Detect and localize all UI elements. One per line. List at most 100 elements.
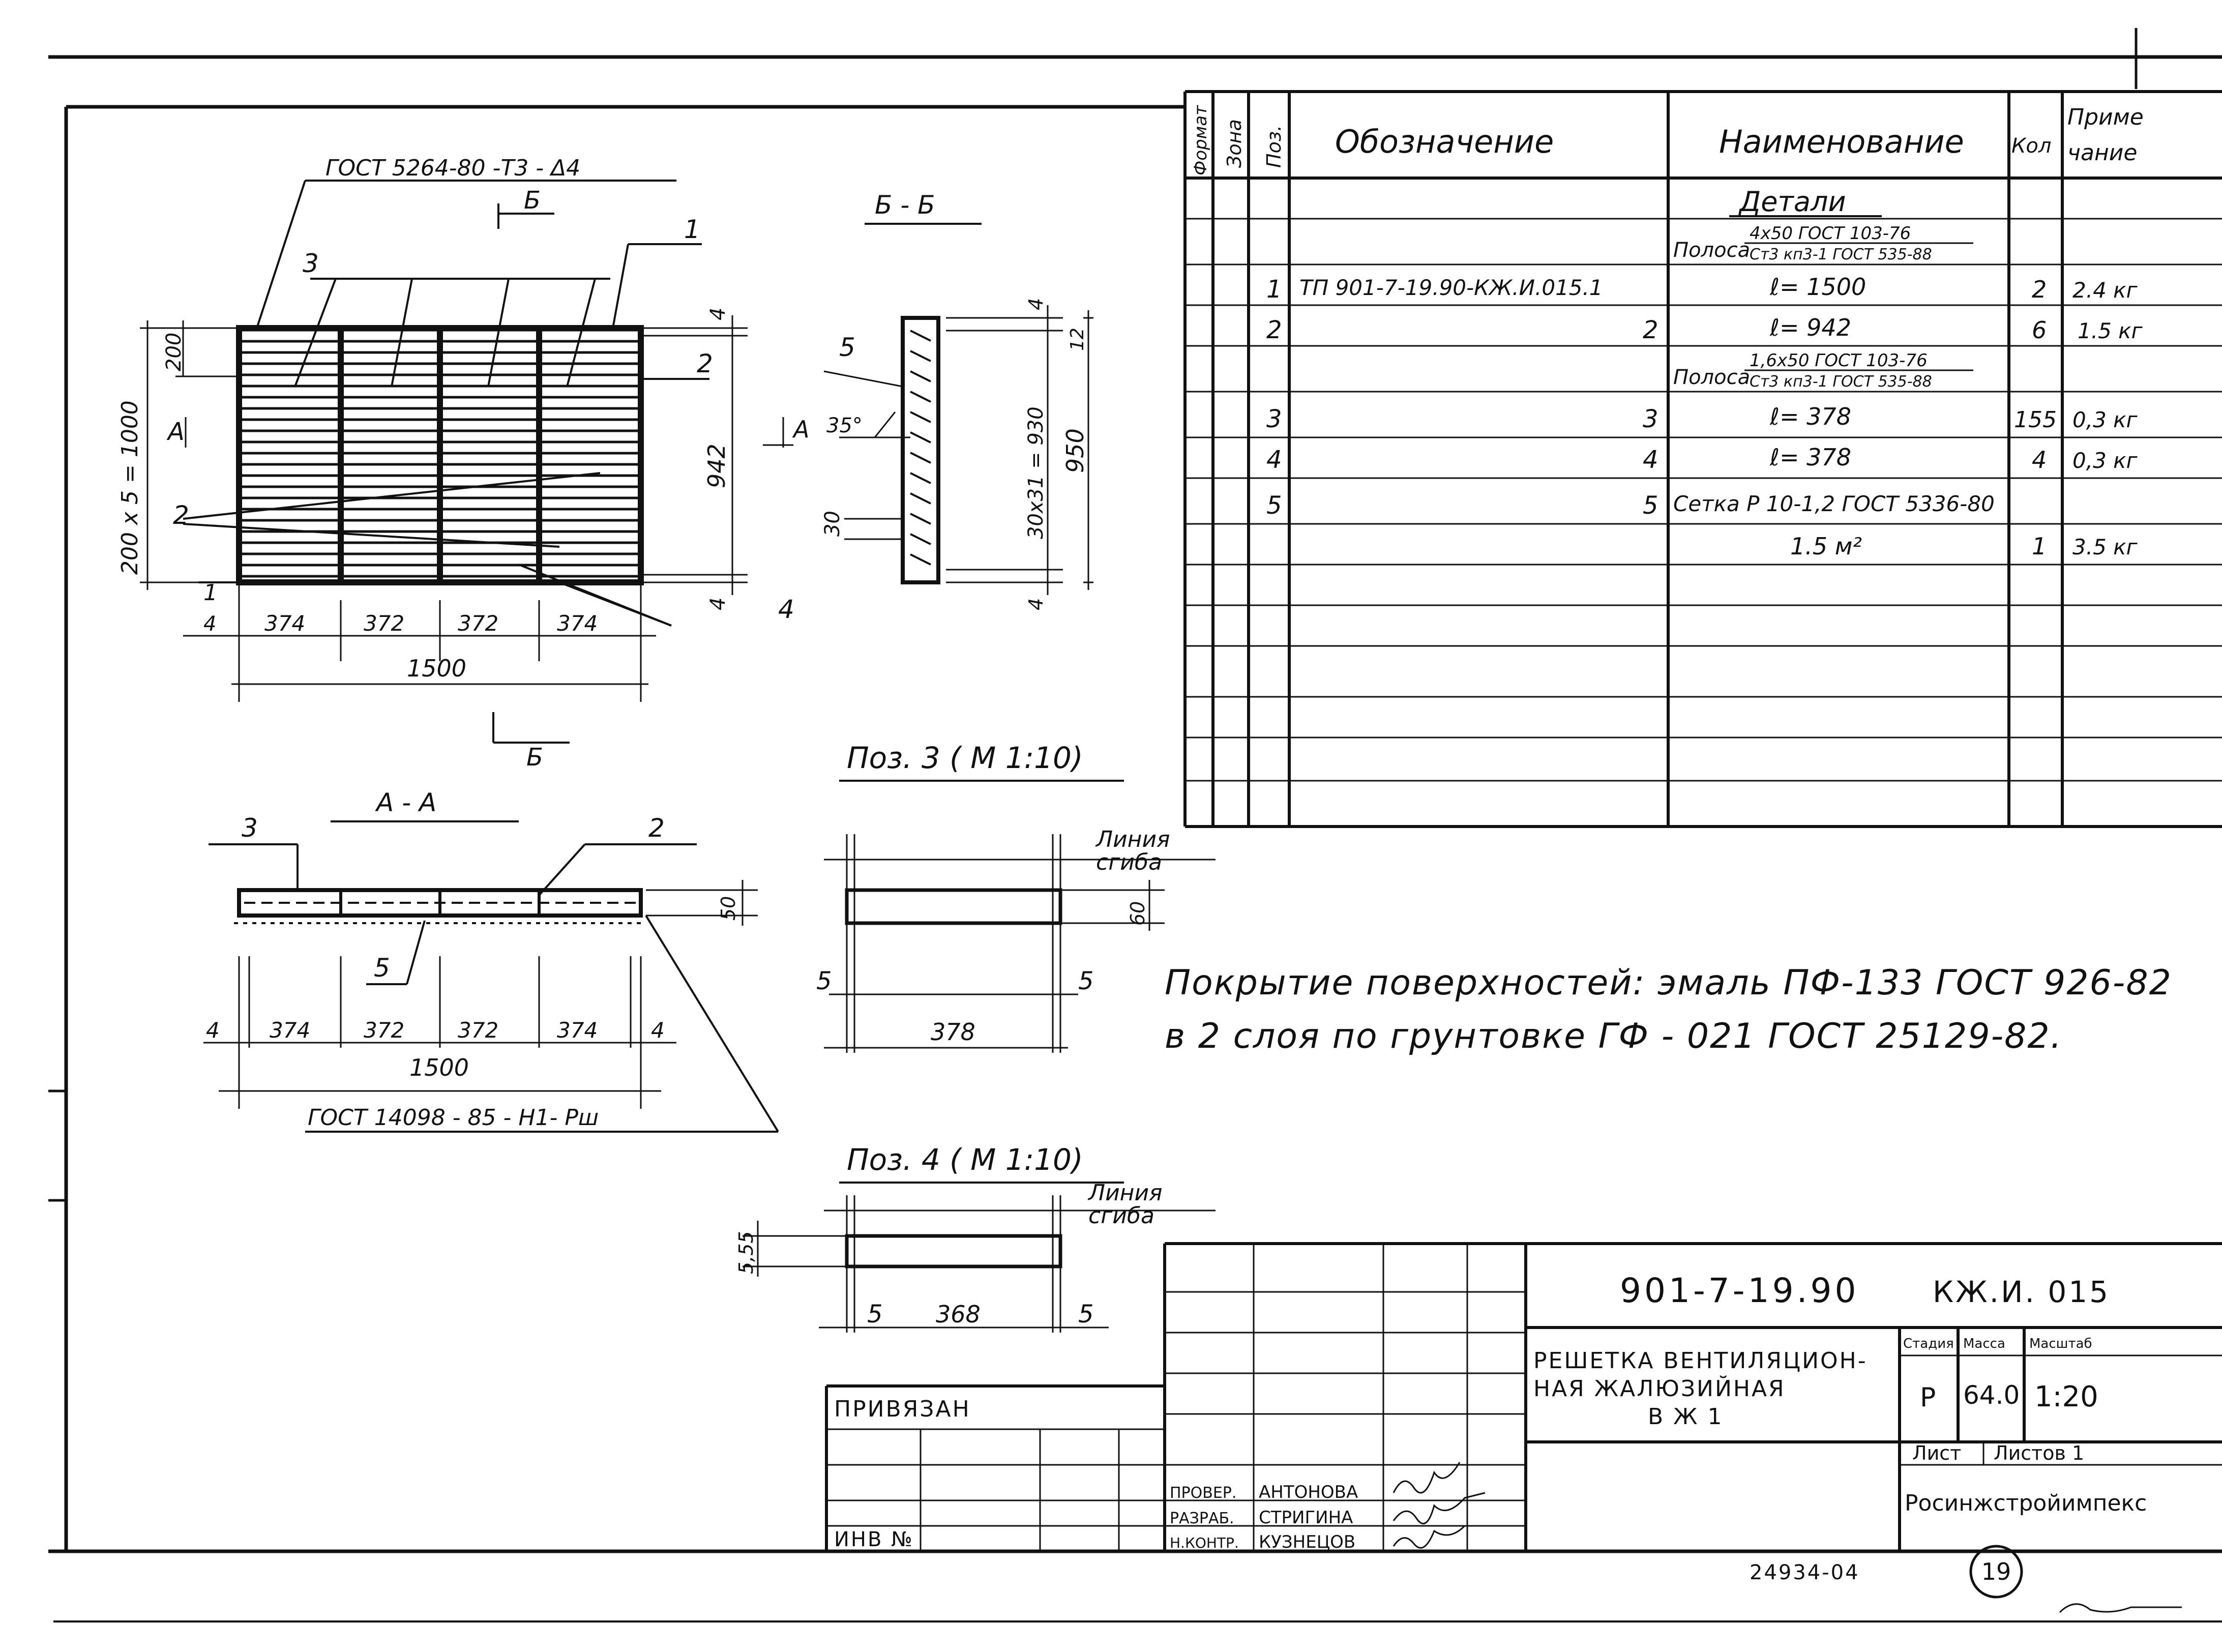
section-bb-dim-4-bottom: 4 xyxy=(1025,598,1047,610)
title-scale-header: Масштаб xyxy=(2029,1336,2092,1351)
spec-table-grid xyxy=(1183,90,2222,828)
section-bb-dim-30: 30 xyxy=(821,511,844,537)
spec-header-name: Наименование xyxy=(1719,123,1964,160)
plan-pos-1-top: 1 xyxy=(684,215,700,244)
spec-row4-pos: 4 xyxy=(1266,446,1282,474)
archive-number: 24934-04 xyxy=(1750,1561,1860,1584)
title-inv-no: ИНВ № xyxy=(834,1528,914,1551)
spec-header-zone: Зона xyxy=(1223,119,1246,168)
title-sheet-header: Лист xyxy=(1912,1442,1961,1464)
pos3-fold-line-2: сгиба xyxy=(1096,849,1162,875)
plan-pos-1-bottom: 1 xyxy=(203,580,218,606)
spec-section-title: Детали xyxy=(1738,186,1846,218)
spec-strip1-bottom: Ст3 кп3-1 ГОСТ 535-88 xyxy=(1750,246,1932,263)
pos4-fold-line-2: сгиба xyxy=(1088,1203,1154,1229)
plan-dim-372-b: 372 xyxy=(458,611,498,636)
section-bb-title: Б - Б xyxy=(875,190,935,220)
title-role-check: ПРОВЕР. xyxy=(1170,1484,1236,1502)
plan-dim-942: 942 xyxy=(703,444,730,488)
corner-mark xyxy=(2059,1603,2182,1613)
spec-row2-designation: 2 xyxy=(1643,316,1658,344)
section-aa-total-width: 1500 xyxy=(409,1054,469,1081)
sheet-frame xyxy=(48,28,2222,1622)
plan-dim-4-bottom: 4 xyxy=(706,598,730,610)
pos3-dim-378: 378 xyxy=(931,1018,975,1046)
title-name-dev: СТРИГИНА xyxy=(1259,1508,1353,1528)
spec-row2-name: ℓ= 942 xyxy=(1769,314,1851,341)
spec-row6-note: 3.5 кг xyxy=(2072,535,2138,559)
title-line-1: РЕШЕТКА ВЕНТИЛЯЦИОН- xyxy=(1533,1348,1868,1374)
section-aa: А - А xyxy=(203,788,779,1133)
section-aa-dims xyxy=(203,880,758,1109)
section-aa-dim-372-b: 372 xyxy=(458,1018,498,1043)
section-aa-leaders xyxy=(209,843,779,1133)
spec-row6-qty: 1 xyxy=(2032,533,2047,560)
pos3-dim-5-left: 5 xyxy=(816,967,832,995)
plan-dim-372-a: 372 xyxy=(364,611,404,636)
spec-row1-name: ℓ= 1500 xyxy=(1769,273,1866,301)
spec-strip2-top: 1,6x50 ГОСТ 103-76 xyxy=(1750,350,1928,371)
plan-total-width: 1500 xyxy=(407,655,466,682)
section-bb-dims xyxy=(763,305,1093,595)
spec-row2-note: 1.5 кг xyxy=(2078,318,2143,343)
pos4-title: Поз. 4 ( М 1:10) xyxy=(847,1142,1083,1177)
plan-section-label-top: Б xyxy=(524,186,541,215)
pos3-dim-60: 60 xyxy=(1127,901,1149,926)
pos3-dims xyxy=(824,834,1216,1053)
title-line-2: НАЯ ЖАЛЮЗИЙНАЯ xyxy=(1533,1375,1786,1402)
spec-header-pos: Поз. xyxy=(1263,125,1285,168)
section-bb-mark-a: А xyxy=(792,416,809,443)
spec-row1-note: 2.4 кг xyxy=(2072,278,2138,303)
section-bb-pos-5: 5 xyxy=(839,333,855,362)
title-block-frame xyxy=(825,1242,2222,1551)
title-scale: 1:20 xyxy=(2034,1380,2098,1413)
section-aa-title: А - А xyxy=(375,788,436,817)
title-stage-header: Стадия xyxy=(1903,1336,1954,1351)
spec-row3-qty: 155 xyxy=(2014,407,2057,433)
page-number-circle xyxy=(1969,1545,2023,1599)
section-bb-dim-950: 950 xyxy=(1061,428,1089,473)
spec-row3-name: ℓ= 378 xyxy=(1769,403,1851,430)
title-stage: Р xyxy=(1920,1382,1936,1413)
section-bb-slats xyxy=(910,330,931,566)
spec-row3-pos: 3 xyxy=(1266,405,1282,433)
section-aa-pos-5: 5 xyxy=(374,953,390,983)
pos3-fold-line-1: Линия xyxy=(1095,827,1170,852)
title-line-3: В Ж 1 xyxy=(1648,1404,1724,1430)
title-role-control: Н.КОНТР. xyxy=(1170,1535,1239,1551)
spec-header-format: Формат xyxy=(1191,105,1211,175)
plan-dim-374-a: 374 xyxy=(264,611,305,636)
title-role-dev: РАЗРАБ. xyxy=(1170,1510,1234,1527)
pos4-dims xyxy=(743,1195,1216,1333)
section-aa-dim-374-a: 374 xyxy=(270,1018,310,1043)
title-mass: 64.0 xyxy=(1963,1380,2020,1410)
section-aa-dim-4-left: 4 xyxy=(206,1018,220,1043)
pos3-dim-5-right: 5 xyxy=(1078,967,1094,995)
section-bb-dim-12: 12 xyxy=(1067,328,1088,351)
pos3-title: Поз. 3 ( М 1:10) xyxy=(847,741,1083,775)
pos4-dim-5-left: 5 xyxy=(867,1300,883,1329)
spec-row1-designation: ТП 901-7-19.90-КЖ.И.015.1 xyxy=(1299,275,1603,300)
spec-row4-qty: 4 xyxy=(2032,446,2047,474)
spec-row2-qty: 6 xyxy=(2032,316,2047,344)
spec-row5-designation: 5 xyxy=(1643,491,1658,520)
plan-leaders xyxy=(183,180,709,744)
plan-pos-2-right: 2 xyxy=(697,349,713,378)
signatures xyxy=(1393,1462,1486,1549)
section-bb-dim-4-top: 4 xyxy=(1025,298,1047,310)
spec-strip2-bottom: Ст3 кп3-1 ГОСТ 535-88 xyxy=(1750,373,1932,391)
title-sheet-code: КЖ.И. 015 xyxy=(1933,1275,2110,1309)
plan-pos-3: 3 xyxy=(303,249,319,278)
spec-row5-name: Сетка Р 10-1,2 ГОСТ 5336-80 xyxy=(1673,491,1995,516)
spec-strip1-label: Полоса xyxy=(1673,239,1750,262)
spec-row1-qty: 2 xyxy=(2032,276,2047,303)
plan-pos-2-left: 2 xyxy=(173,500,189,530)
section-aa-gost-callout: ГОСТ 14098 - 85 - Н1- Рш xyxy=(308,1105,599,1131)
plan-dim-374-b: 374 xyxy=(557,611,598,636)
plan-gost-callout: ГОСТ 5264-80 -Т3 - Δ4 xyxy=(325,155,580,181)
section-aa-dim-4-right: 4 xyxy=(651,1018,665,1043)
spec-header-designation: Обозначение xyxy=(1335,123,1554,160)
page-number: 19 xyxy=(1981,1558,2011,1585)
plan-section-mark-a: А xyxy=(166,418,185,446)
